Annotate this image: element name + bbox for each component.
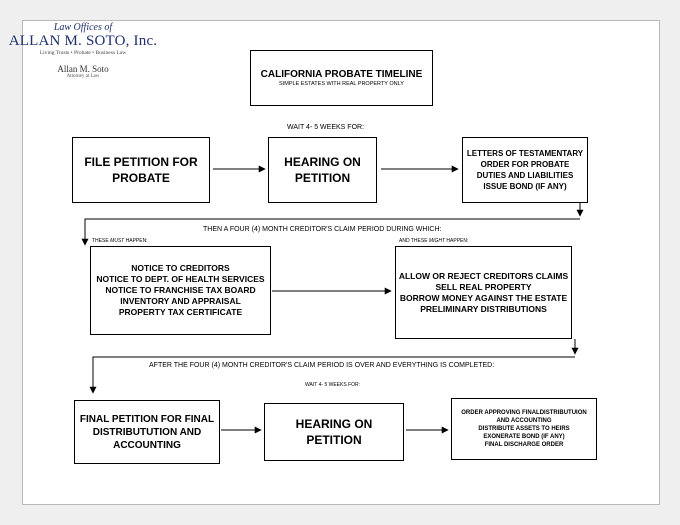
logo-firm-name: ALLAN M. SOTO, Inc. xyxy=(8,33,158,49)
hearing-2-line-2: PETITION xyxy=(306,433,362,447)
final-petition-line-3: ACCOUNTING xyxy=(113,439,181,451)
creditor-claim-period-label: THEN A FOUR (4) MONTH CREDITOR'S CLAIM P… xyxy=(203,226,442,233)
final-petition-box: FINAL PETITION FOR FINAL DISTRIBUTUTION … xyxy=(74,400,220,464)
logo-attorney-title: Attorney at Law xyxy=(66,74,100,79)
order-line-3: DISTRIBUTE ASSETS TO HEIRS xyxy=(478,426,570,432)
letters-line-2: ORDER FOR PROBATE xyxy=(480,160,570,169)
order-approving-box: ORDER APPROVING FINALDISTRIBUTUION AND A… xyxy=(451,398,597,460)
might-happen-label: AND THESE MIGHT HAPPEN: xyxy=(399,238,469,244)
hearing-2-line-1: HEARING ON xyxy=(295,417,373,431)
must-line-2: NOTICE TO DEPT. OF HEALTH SERVICES xyxy=(96,274,265,284)
might-line-2: SELL REAL PROPERTY xyxy=(435,281,532,292)
hearing-on-petition-box-1: HEARING ON PETITION xyxy=(268,137,377,203)
timeline-subtitle: SIMPLE ESTATES WITH REAL PROPERTY ONLY xyxy=(279,81,404,87)
final-petition-line-2: DISTRIBUTUTION AND xyxy=(92,426,202,438)
letters-line-3: DUTIES AND LIABILITIES xyxy=(476,171,574,180)
letters-line-1: LETTERS OF TESTAMENTARY xyxy=(466,149,584,158)
logo-law-offices-of: Law Offices of xyxy=(53,22,113,33)
order-line-1: ORDER APPROVING FINALDISTRIBUTUION xyxy=(461,410,587,416)
must-happen-box: NOTICE TO CREDITORS NOTICE TO DEPT. OF H… xyxy=(90,246,271,335)
must-line-3: NOTICE TO FRANCHISE TAX BOARD xyxy=(105,285,256,295)
hearing-1-line-2: PETITION xyxy=(294,171,351,185)
row3-wait-label: WAIT 4- 5 WEEKS FOR: xyxy=(305,382,361,388)
file-petition-line-1: FILE PETITION FOR xyxy=(84,155,198,169)
arrow-row2-to-row3 xyxy=(89,356,575,394)
row1-wait-label: WAIT 4- 5 WEEKS FOR: xyxy=(287,124,365,131)
might-line-3: BORROW MONEY AGAINST THE ESTATE xyxy=(399,292,568,303)
must-happen-label: THESE MUST HAPPEN: xyxy=(92,238,148,244)
order-line-4: EXONERATE BOND (IF ANY) xyxy=(483,434,565,440)
file-petition-line-2: PROBATE xyxy=(112,171,170,185)
letters-line-4: ISSUE BOND (IF ANY) xyxy=(483,182,567,191)
hearing-1-line-1: HEARING ON xyxy=(284,155,361,169)
must-line-1: NOTICE TO CREDITORS xyxy=(131,263,230,273)
timeline-title-box: CALIFORNIA PROBATE TIMELINE SIMPLE ESTAT… xyxy=(250,50,433,106)
law-office-logo: Law Offices of ALLAN M. SOTO, Inc. Livin… xyxy=(8,22,158,79)
arrow-row1-to-row2 xyxy=(81,218,580,246)
might-line-4: PRELIMINARY DISTRIBUTIONS xyxy=(420,303,547,314)
must-line-5: PROPERTY TAX CERTIFICATE xyxy=(118,307,243,317)
must-line-4: INVENTORY AND APPRAISAL xyxy=(120,296,241,306)
order-line-2: AND ACCOUNTING xyxy=(496,418,552,424)
order-line-5: FINAL DISCHARGE ORDER xyxy=(484,442,564,448)
final-petition-line-1: FINAL PETITION FOR FINAL xyxy=(79,413,215,425)
logo-attorney-name: Allan M. Soto xyxy=(57,64,109,74)
timeline-title: CALIFORNIA PROBATE TIMELINE xyxy=(260,69,423,80)
after-period-label: AFTER THE FOUR (4) MONTH CREDITOR'S CLAI… xyxy=(149,362,495,369)
hearing-on-petition-box-2: HEARING ON PETITION xyxy=(264,403,404,461)
letters-testamentary-box: LETTERS OF TESTAMENTARY ORDER FOR PROBAT… xyxy=(462,137,588,203)
might-line-1: ALLOW OR REJECT CREDITORS CLAIMS xyxy=(398,270,569,281)
file-petition-box: FILE PETITION FOR PROBATE xyxy=(72,137,210,203)
logo-practice-areas: Living Trusts • Probate • Business Law xyxy=(39,50,127,56)
might-happen-box: ALLOW OR REJECT CREDITORS CLAIMS SELL RE… xyxy=(395,246,572,339)
